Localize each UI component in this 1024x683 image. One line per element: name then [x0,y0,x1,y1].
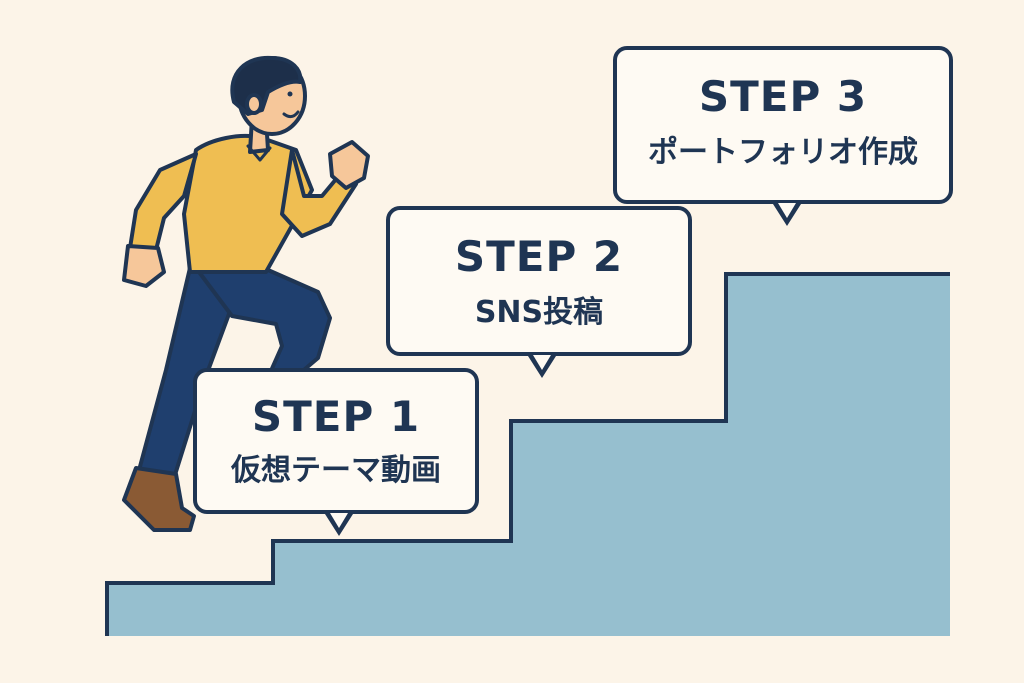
person-back-hand [122,244,166,288]
step-3-callout-pointer [773,203,801,226]
step-1-callout: STEP 1 仮想テーマ動画 [193,368,479,536]
staircase [105,272,950,636]
step-1-callout-pointer [325,513,353,536]
person-back-shoe [122,466,196,532]
person-ear [245,93,263,115]
step-3-label: STEP 3 [698,72,868,121]
step-3-description: ポートフォリオ作成 [648,135,918,170]
step-3-callout: STEP 3 ポートフォリオ作成 [613,46,953,226]
step-2-label: STEP 2 [454,232,624,281]
step-1-label: STEP 1 [251,392,421,441]
step-2-description: SNS投稿 [474,295,604,330]
person-front-fist [328,140,370,190]
staircase-outline [105,272,950,636]
person-collar [246,144,272,162]
staircase-fill [107,274,950,636]
step-2-callout: STEP 2 SNS投稿 [386,206,692,378]
step-2-callout-pointer [528,355,556,378]
person-mouth [282,110,300,119]
person-eye [287,91,293,97]
climbing-person-icon [122,55,370,532]
step-1-description: 仮想テーマ動画 [231,453,441,488]
